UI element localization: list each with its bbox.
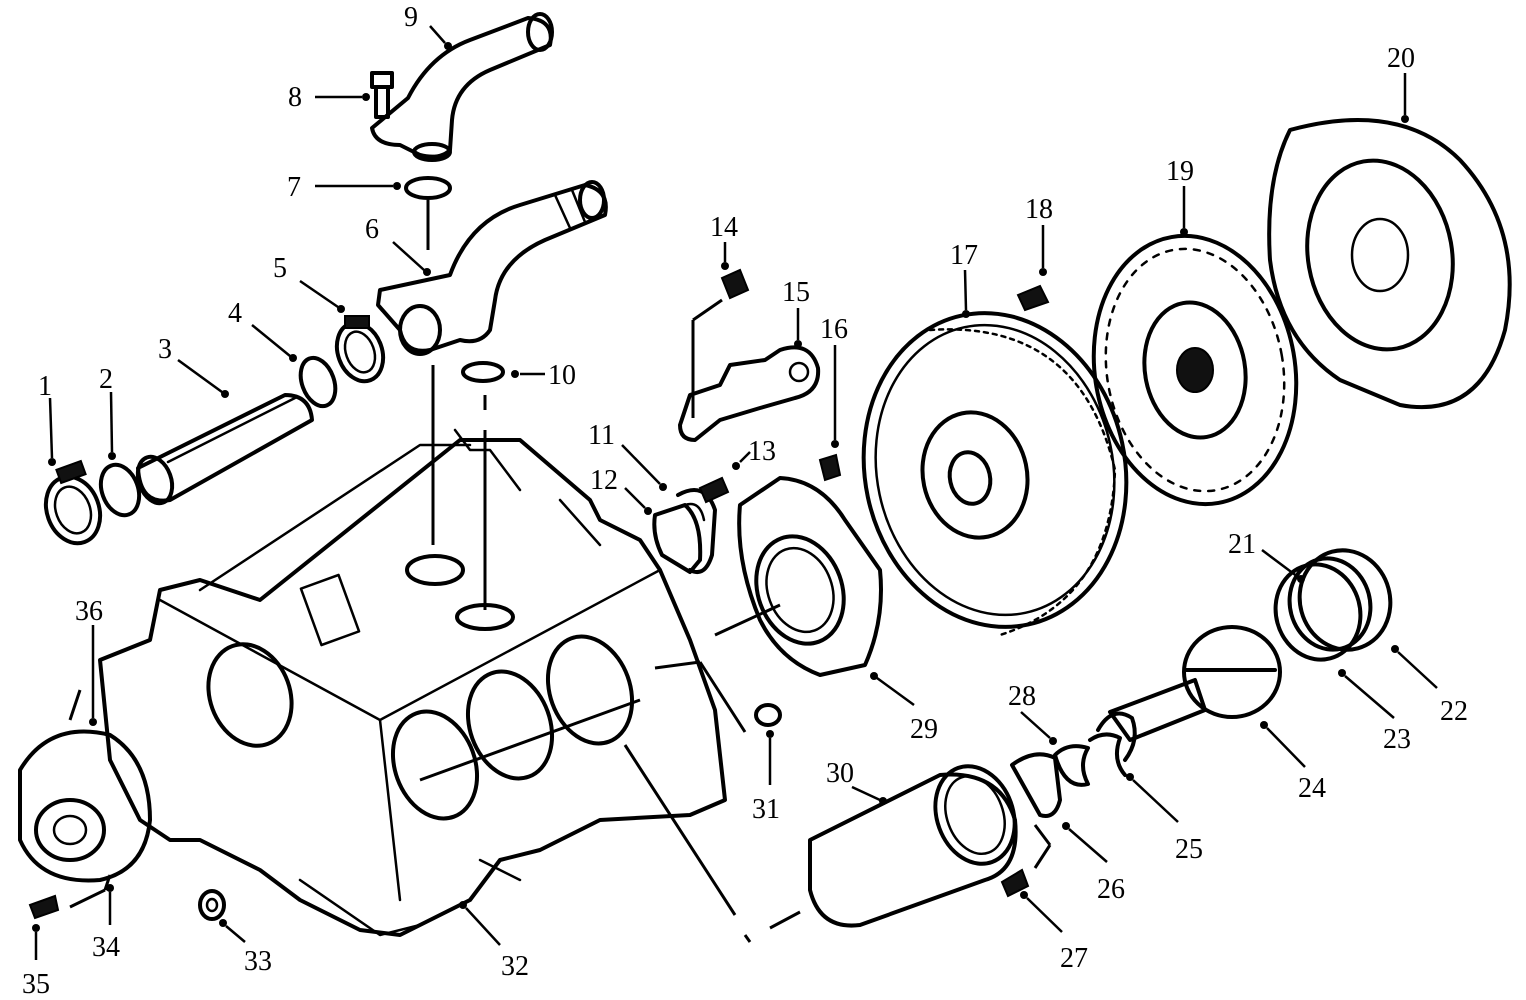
callout-22: 22 bbox=[1440, 696, 1468, 727]
callout-4: 4 bbox=[228, 298, 242, 329]
part-30-cylinder-liner bbox=[808, 764, 1018, 928]
part-26-bearing-cap bbox=[1010, 752, 1062, 818]
callout-28: 28 bbox=[1008, 681, 1036, 712]
callout-leaders bbox=[32, 25, 1438, 960]
part-4-o-ring bbox=[298, 355, 338, 409]
part-5-hose-clamp bbox=[334, 315, 386, 384]
part-27-bolt bbox=[1000, 868, 1030, 898]
callout-36: 36 bbox=[75, 596, 103, 627]
callout-34: 34 bbox=[92, 932, 120, 963]
callout-10: 10 bbox=[548, 360, 576, 391]
part-21-22-23-piston-rings bbox=[1273, 548, 1393, 662]
part-13-bolt bbox=[698, 476, 730, 504]
part-2-o-ring bbox=[98, 462, 142, 518]
callout-19: 19 bbox=[1166, 156, 1194, 187]
callout-11: 11 bbox=[588, 420, 615, 451]
part-6-thermostat-housing bbox=[376, 180, 608, 356]
callout-29: 29 bbox=[910, 714, 938, 745]
callout-9: 9 bbox=[404, 2, 418, 33]
part-25-bearing-shell bbox=[1088, 732, 1127, 777]
callout-12: 12 bbox=[590, 465, 618, 496]
callout-21: 21 bbox=[1228, 529, 1256, 560]
part-31-plug bbox=[754, 703, 782, 727]
part-33-nut bbox=[198, 889, 226, 921]
callout-32: 32 bbox=[501, 951, 529, 982]
callout-2: 2 bbox=[99, 364, 113, 395]
part-35-bolt bbox=[28, 894, 60, 920]
callout-35: 35 bbox=[22, 969, 50, 1000]
part-24-piston-and-rod bbox=[1096, 625, 1282, 762]
part-32-engine-block bbox=[18, 428, 727, 937]
callout-33: 33 bbox=[244, 946, 272, 977]
callout-23: 23 bbox=[1383, 724, 1411, 755]
callout-27: 27 bbox=[1060, 943, 1088, 974]
callout-24: 24 bbox=[1298, 773, 1326, 804]
callout-26: 26 bbox=[1097, 874, 1125, 905]
callout-14: 14 bbox=[710, 212, 738, 243]
part-8-bolt bbox=[370, 71, 394, 119]
part-11-seal bbox=[676, 488, 717, 575]
callout-18: 18 bbox=[1025, 194, 1053, 225]
callout-17: 17 bbox=[950, 240, 978, 271]
part-19-clutch-disc bbox=[1091, 233, 1299, 507]
part-14-bolt bbox=[720, 268, 750, 300]
part-17-flywheel bbox=[861, 311, 1129, 637]
callout-5: 5 bbox=[273, 253, 287, 284]
callout-31: 31 bbox=[752, 794, 780, 825]
callout-13: 13 bbox=[748, 436, 776, 467]
callout-16: 16 bbox=[820, 314, 848, 345]
part-15-bracket bbox=[678, 345, 821, 442]
callout-7: 7 bbox=[287, 172, 301, 203]
part-1-hose-clamp bbox=[43, 459, 103, 546]
part-16-bolt bbox=[818, 453, 842, 482]
callout-25: 25 bbox=[1175, 834, 1203, 865]
callout-30: 30 bbox=[826, 758, 854, 789]
part-12-gasket bbox=[652, 503, 703, 574]
assembly-centerlines bbox=[68, 200, 1052, 943]
callout-numbers: 1 2 3 4 5 6 7 8 9 10 11 12 13 14 15 16 1… bbox=[22, 2, 1468, 1000]
part-3-tube bbox=[135, 393, 314, 506]
part-18-bolt bbox=[1016, 284, 1050, 312]
callout-8: 8 bbox=[288, 82, 302, 113]
part-28-bearing-shell bbox=[1053, 744, 1090, 787]
callout-3: 3 bbox=[158, 334, 172, 365]
part-20-pressure-plate bbox=[1267, 118, 1512, 410]
part-7-o-ring bbox=[404, 176, 452, 200]
part-29-rear-seal-housing bbox=[737, 476, 883, 677]
callout-15: 15 bbox=[782, 277, 810, 308]
callout-6: 6 bbox=[365, 214, 379, 245]
part-9-outlet-pipe bbox=[370, 12, 554, 162]
callout-1: 1 bbox=[38, 371, 52, 402]
callout-20: 20 bbox=[1387, 43, 1415, 74]
part-10-o-ring bbox=[461, 361, 505, 383]
